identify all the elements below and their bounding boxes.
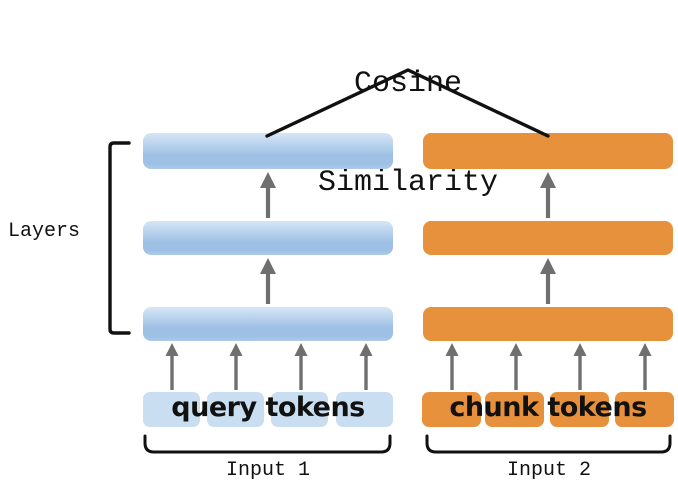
layers-bracket xyxy=(108,141,131,335)
query-layer-bar-top xyxy=(143,133,393,169)
up-arrow-icon xyxy=(509,343,523,390)
up-arrow-icon xyxy=(359,343,373,390)
up-arrow-icon xyxy=(165,343,179,390)
chunk-token xyxy=(550,392,609,427)
up-arrow-icon xyxy=(294,343,308,390)
title-line-1: Cosine xyxy=(353,67,463,101)
up-arrow-icon xyxy=(445,343,459,390)
chunk-layer-bar-bottom xyxy=(423,307,673,341)
query-token xyxy=(271,392,328,427)
query-token xyxy=(207,392,264,427)
up-arrow-icon xyxy=(638,343,652,390)
input-1-label: Input 1 xyxy=(225,459,310,482)
up-arrow-icon xyxy=(229,343,243,390)
title-line-2: Similarity xyxy=(317,166,499,200)
up-arrow-icon xyxy=(573,343,587,390)
chunk-token xyxy=(615,392,674,427)
chunk-layer-bar-middle xyxy=(423,221,673,255)
query-token xyxy=(336,392,393,427)
input-2-label: Input 2 xyxy=(506,459,591,482)
query-layer-bar-middle xyxy=(143,221,393,255)
chunk-token xyxy=(485,392,544,427)
input-1-bracket xyxy=(143,434,392,454)
input-2-bracket xyxy=(425,434,672,454)
chunk-token xyxy=(422,392,481,427)
layers-label: Layers xyxy=(8,220,81,243)
query-tokens-label: query tokens xyxy=(171,392,365,423)
query-layer-bar-bottom xyxy=(143,307,393,341)
query-token xyxy=(143,392,200,427)
chunk-layer-bar-top xyxy=(423,133,673,169)
chunk-tokens-label: chunk tokens xyxy=(449,392,647,423)
